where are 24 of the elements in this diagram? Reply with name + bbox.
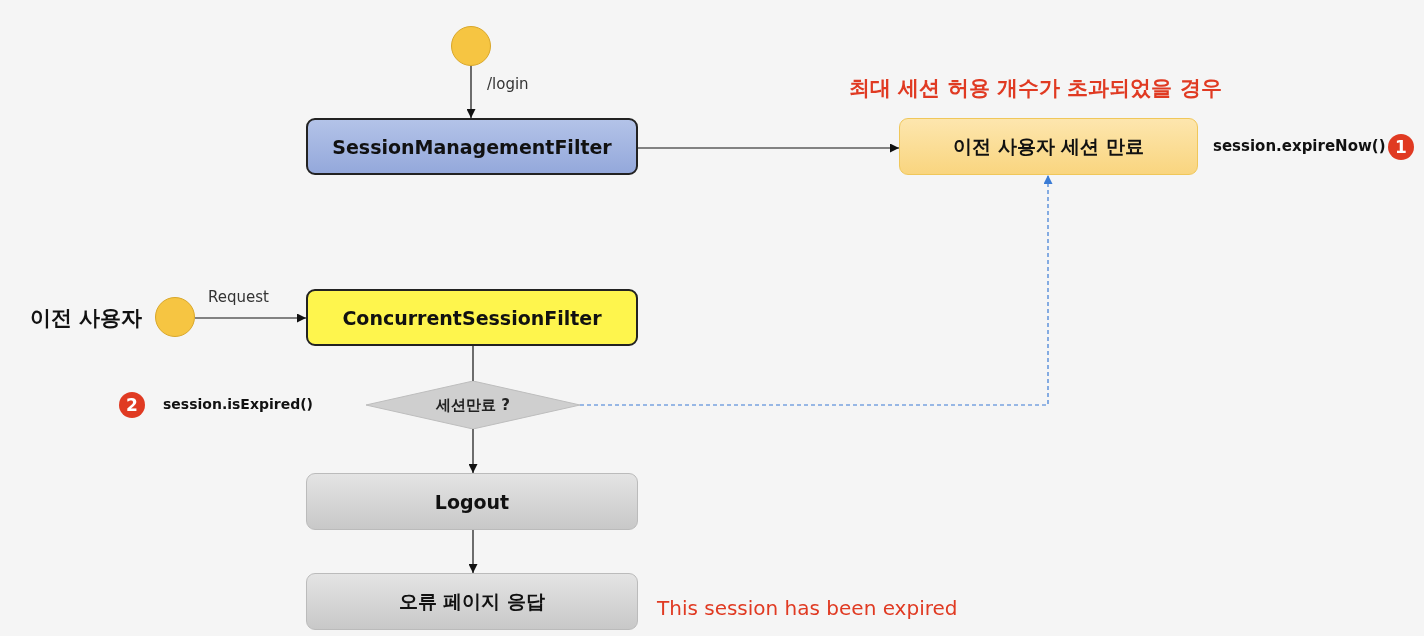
step-number-badge: 2: [119, 392, 145, 418]
process-box: SessionManagementFilter: [306, 118, 638, 175]
start-circle: [451, 26, 491, 66]
process-box: Logout: [306, 473, 638, 530]
process-box: 오류 페이지 응답: [306, 573, 638, 630]
decision-diamond: 세션만료 ?: [366, 381, 580, 429]
arrow: [637, 143, 900, 153]
actor-circle: [155, 297, 195, 337]
connector-line: [472, 345, 474, 382]
arrow: [468, 428, 478, 474]
actor-label: 이전 사용자: [30, 305, 143, 332]
arrow: [468, 529, 478, 574]
error-message: This session has been expired: [657, 596, 958, 620]
step-number-badge: 1: [1388, 134, 1414, 160]
method-call: session.expireNow(): [1213, 137, 1386, 155]
process-box: 이전 사용자 세션 만료: [899, 118, 1198, 175]
arrow: [466, 65, 476, 119]
edge-label: Request: [208, 288, 269, 306]
edge-label: /login: [487, 75, 529, 93]
condition-note: 최대 세션 허용 개수가 초과되었을 경우: [849, 75, 1222, 102]
process-box: ConcurrentSessionFilter: [306, 289, 638, 346]
method-call: session.isExpired(): [163, 396, 313, 412]
dashed-arrow: [579, 174, 1053, 406]
arrow: [194, 313, 307, 323]
